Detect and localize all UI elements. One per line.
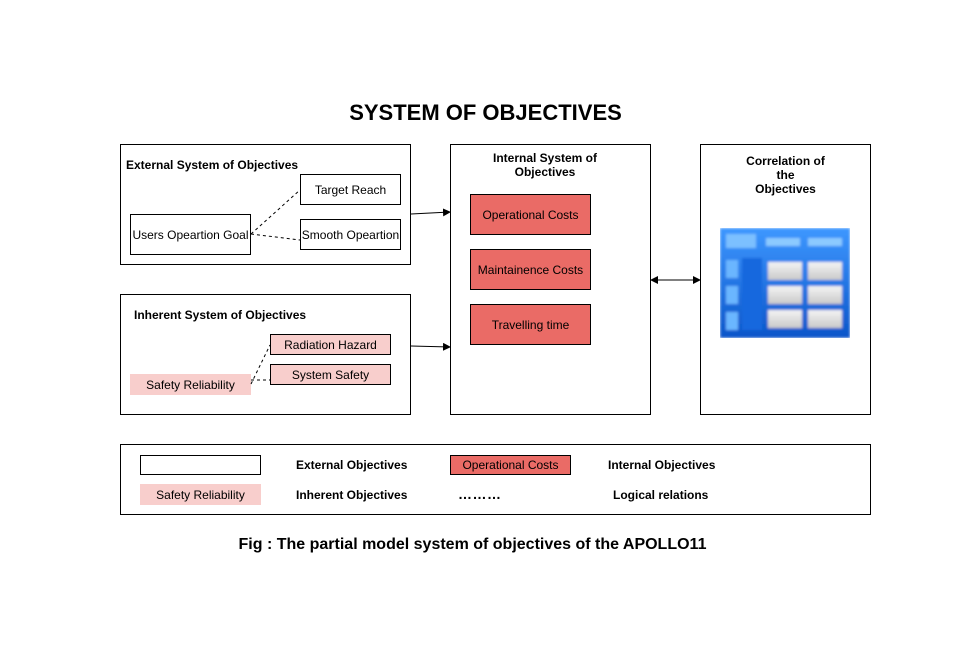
smooth-operation-node: Smooth Opeartion [300, 219, 401, 250]
arrow-inherent-to-internal [410, 342, 451, 351]
arrow-external-to-internal [410, 208, 451, 217]
internal-system-label: Internal System of Objectives [492, 151, 598, 179]
correlation-label-line2: the [776, 168, 795, 182]
travelling-time-node: Travelling time [470, 304, 591, 345]
correlation-label-line3: Objectives [755, 182, 816, 196]
legend-logical-label: Logical relations [613, 488, 709, 502]
table-grid-icon [720, 228, 850, 338]
operational-costs-node: Operational Costs [470, 194, 591, 235]
system-safety-node: System Safety [270, 364, 391, 385]
legend-internal-swatch: Operational Costs [450, 455, 571, 475]
legend-external-swatch [140, 455, 261, 475]
figure-caption: Fig : The partial model system of object… [238, 536, 707, 553]
correlation-label-line1: Correlation of [746, 154, 825, 168]
dashed-link-goal-target [250, 189, 301, 235]
correlation-label: Correlation of the Objectives [700, 154, 871, 196]
dashed-link-safety-radiation [250, 344, 271, 385]
diagram-title: SYSTEM OF OBJECTIVES [349, 100, 622, 125]
radiation-hazard-node: Radiation Hazard [270, 334, 391, 355]
inherent-system-label: Inherent System of Objectives [134, 308, 307, 322]
dashed-link-goal-smooth [250, 233, 301, 241]
legend-inherent-swatch: Safety Reliability [140, 484, 261, 505]
legend-inherent-label: Inherent Objectives [296, 488, 408, 502]
legend-dots-symbol: ……… [458, 486, 502, 502]
legend-external-label: External Objectives [296, 458, 408, 472]
target-reach-node: Target Reach [300, 174, 401, 205]
external-system-label: External System of Objectives [126, 158, 299, 172]
legend-internal-label: Internal Objectives [608, 458, 716, 472]
safety-reliability-node: Safety Reliability [130, 374, 251, 395]
users-operation-goal-node: Users Opeartion Goal [130, 214, 251, 255]
maintainence-costs-node: Maintainence Costs [470, 249, 591, 290]
